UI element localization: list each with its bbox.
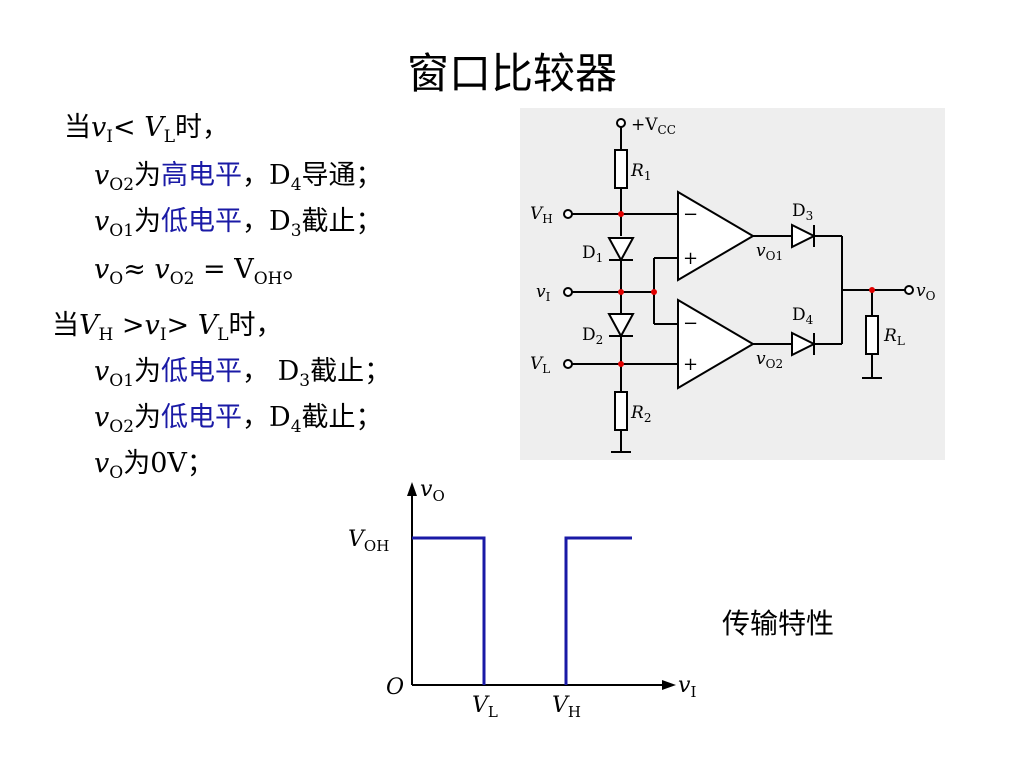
junction-vi-bus [651,289,657,295]
circuit-background [520,108,945,460]
a2-minus-sign: − [683,313,698,334]
a1-plus-sign: + [683,248,698,269]
case1-vo1-line: vO1为低电平，D3截止； [94,206,383,241]
y-axis-label: vO [420,477,445,505]
case1-condition: 当vI< VL时， [64,112,229,147]
vo-label: vO [916,281,936,303]
x-axis-arrow-icon [662,680,676,690]
d1-label: D1 [582,243,603,265]
r1-resistor [614,149,628,189]
d3-label: D3 [792,201,813,223]
junction-out [869,287,875,293]
case2-result: vO为0V； [94,448,214,483]
a2-plus-sign: + [683,354,698,375]
transfer-curve-low-region [412,536,486,685]
d3-diode-icon [791,223,817,249]
case2-vo1-line: vO1为低电平， D3截止； [94,356,392,391]
junction-vh [618,211,624,217]
vl-terminal [563,359,573,369]
case2-vo2-line: vO2为低电平，D4截止； [94,402,383,437]
vh-tick-label: VH [552,693,581,721]
d4-diode-icon [791,331,817,357]
opamp-a2-icon [677,298,755,390]
vo1-label: vO1 [756,241,783,263]
d2-label: D2 [582,325,603,347]
rl-resistor [865,315,879,355]
origin-label: O [386,675,404,700]
vh-label: VH [530,204,553,226]
vi-terminal [563,287,573,297]
d1-diode-icon [607,237,635,263]
r1-label: R1 [630,161,651,183]
rl-label: RL [883,326,905,348]
y-axis-arrow-icon [407,482,417,496]
vi-label: vI [536,282,551,304]
vo-terminal [904,285,914,295]
transfer-characteristic-caption: 传输特性 [722,607,835,640]
page-title: 窗口比较器 [406,49,617,98]
junction-vi [618,289,624,295]
vl-label: VL [530,354,550,376]
case2-condition: 当VH >vI> VL时， [52,310,283,345]
case1-result: vO≈ vO2 = VOH。 [94,254,310,289]
d2-diode-icon [607,313,635,339]
window-comparator-circuit: +VCC R1 R2 RL VH vI VL D1 D2 D3 D4 vO1 v… [520,108,945,460]
r2-resistor [614,391,628,431]
vo2-label: vO2 [756,349,783,371]
transfer-curve-high-region [564,536,632,685]
vl-tick-label: VL [472,693,498,721]
vcc-label: +VCC [631,115,676,137]
opamp-a1-icon [677,190,755,282]
a1-minus-sign: − [683,204,698,225]
transfer-characteristic-graph: vO vI O VOH VL VH [348,477,696,721]
r2-label: R2 [630,403,651,425]
voh-tick-label: VOH [348,527,389,555]
d4-label: D4 [792,305,814,327]
junction-vl [618,361,624,367]
vcc-terminal [616,118,626,128]
vh-terminal [563,209,573,219]
x-axis-label: vI [678,673,696,701]
case1-vo2-line: vO2为高电平，D4导通； [94,160,383,195]
